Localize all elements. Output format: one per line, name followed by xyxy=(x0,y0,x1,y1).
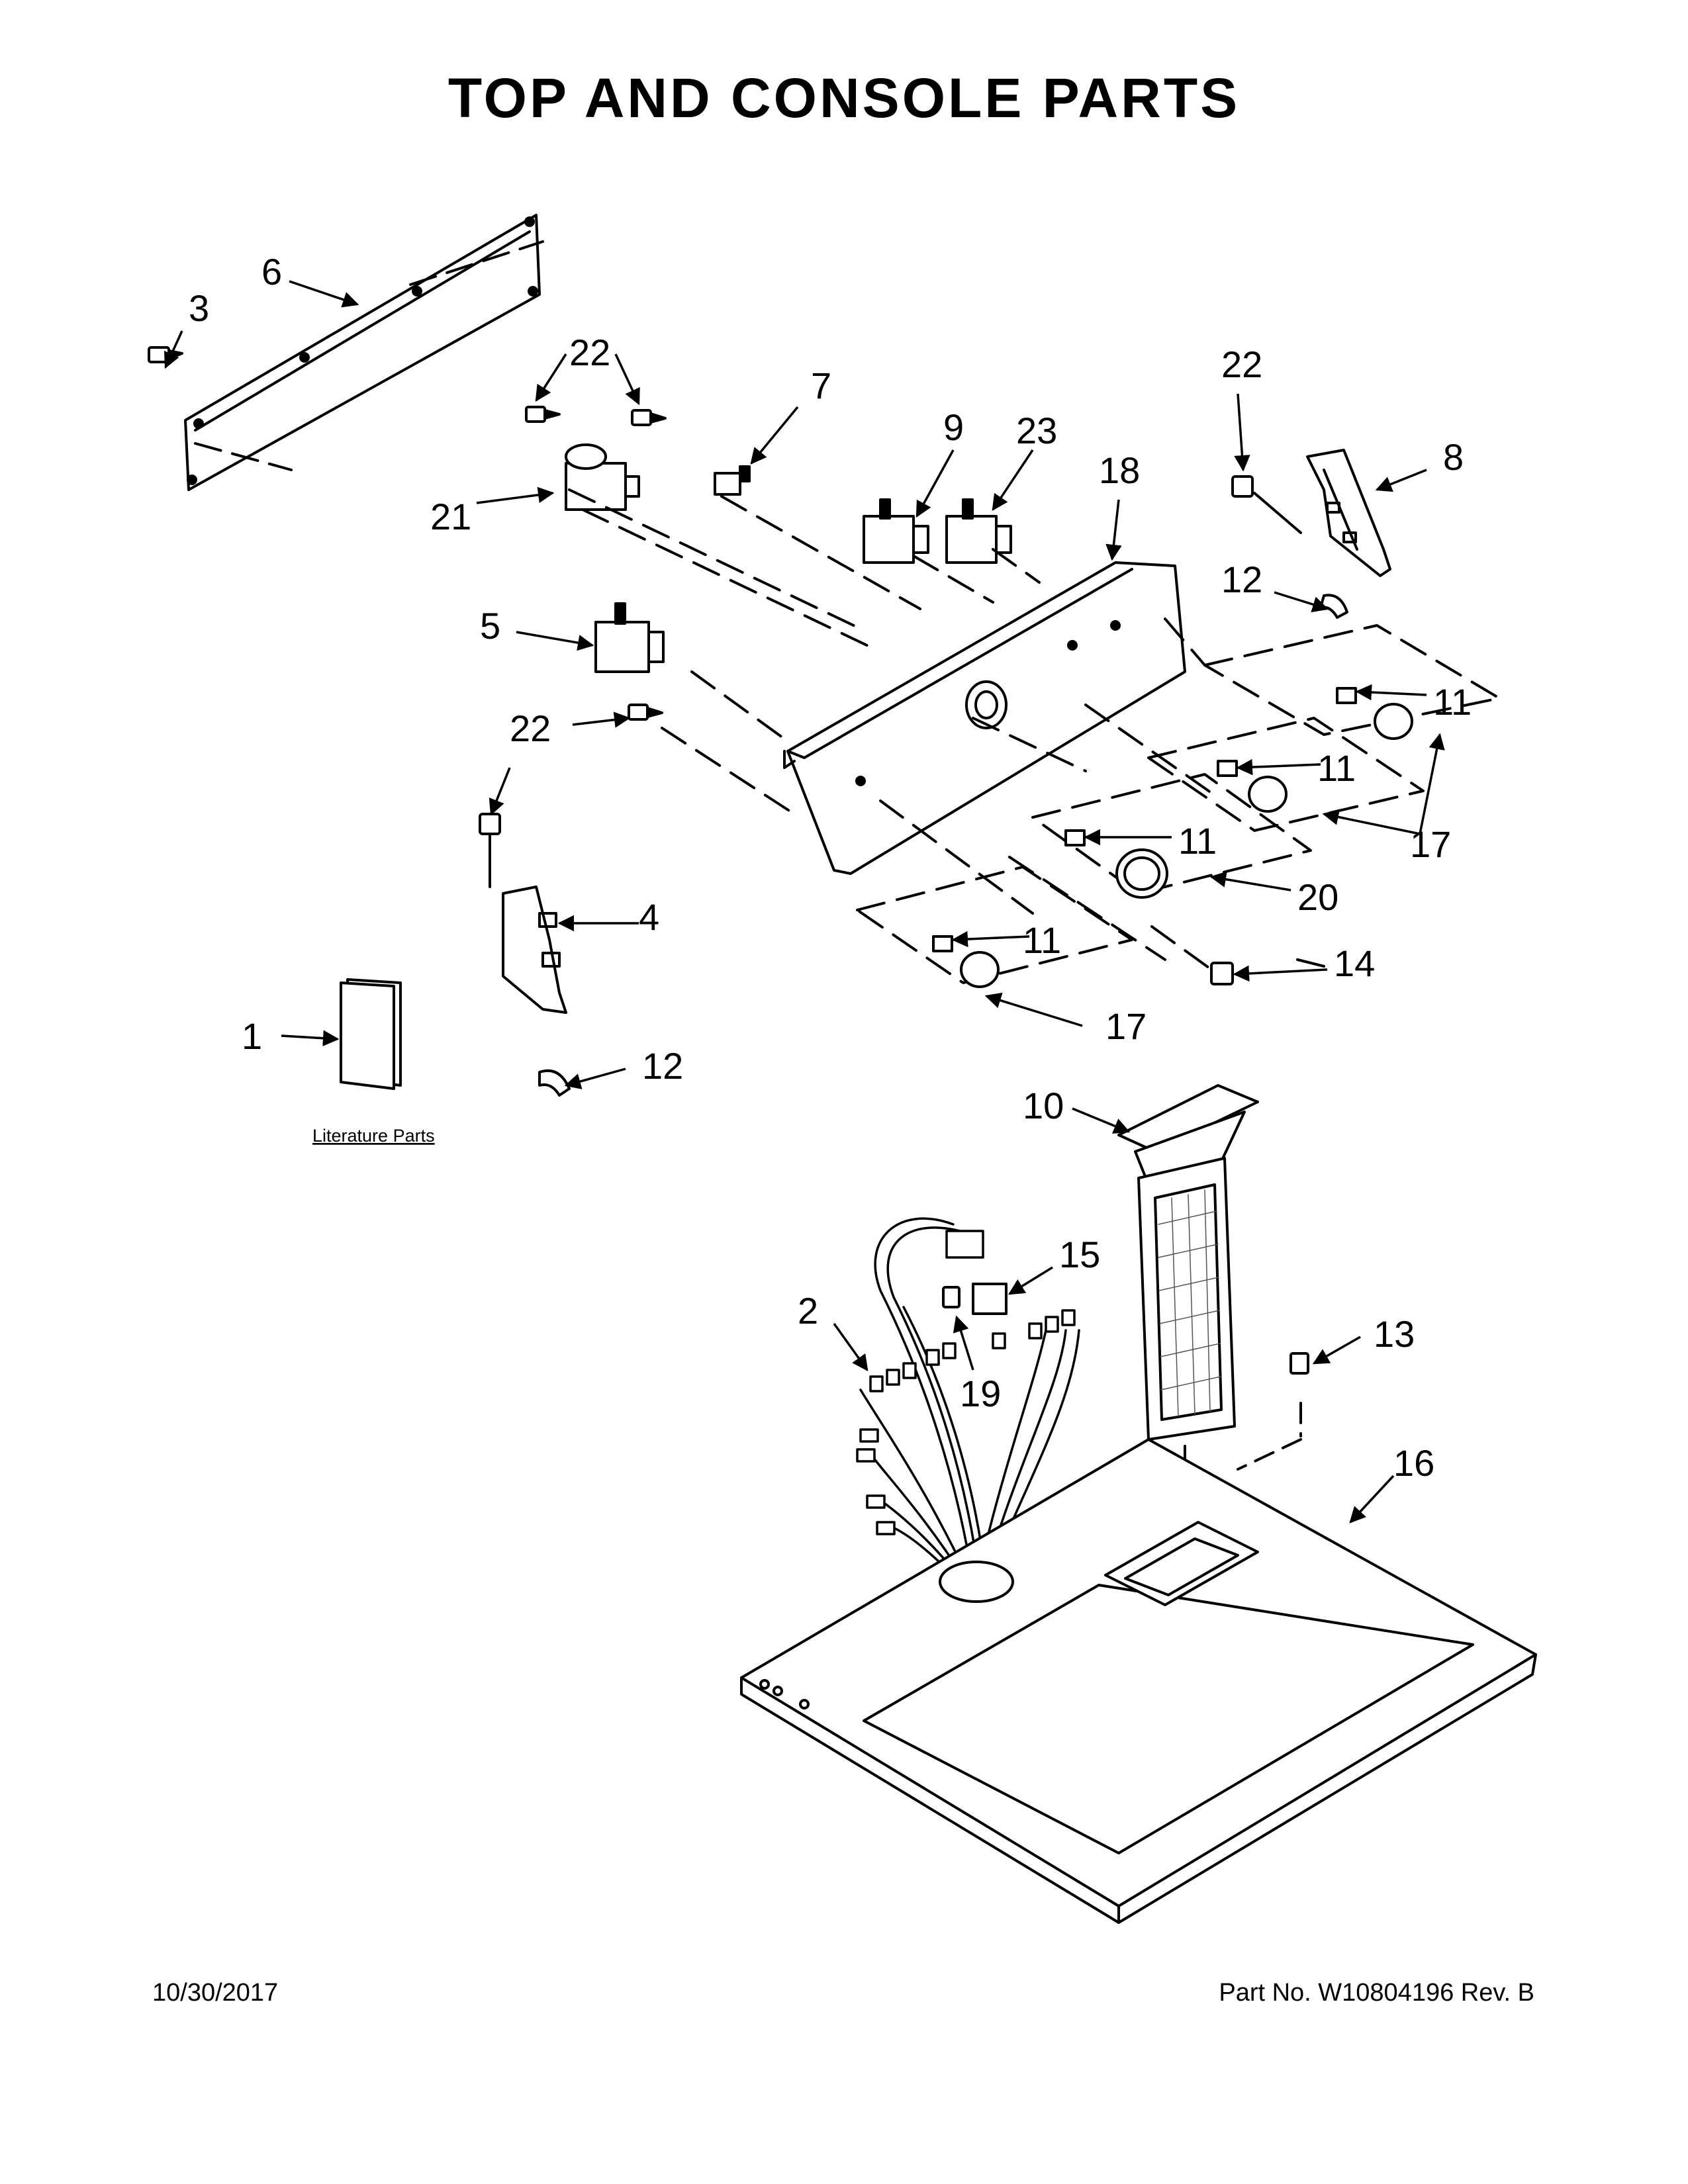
bracket-part-8 xyxy=(1306,449,1391,577)
callout-17-a: 17 xyxy=(1410,823,1451,865)
bracket-part-4 xyxy=(502,886,567,1014)
callout-12-a: 12 xyxy=(1221,559,1262,600)
knob-group-boxes xyxy=(568,488,1501,984)
screw-part-14 xyxy=(1210,962,1234,985)
knob-part-11-d xyxy=(932,935,1000,988)
callout-6: 6 xyxy=(261,251,282,293)
literature-part-1 xyxy=(340,978,402,1090)
bracket-part-15 xyxy=(972,1283,1008,1315)
callout-22-a: 22 xyxy=(569,332,610,373)
callout-22-c: 22 xyxy=(510,707,551,749)
console-part-18 xyxy=(783,561,1186,875)
callout-20: 20 xyxy=(1297,876,1338,918)
panel-leaders xyxy=(194,240,544,471)
callout-5: 5 xyxy=(480,605,500,647)
callout-2: 2 xyxy=(798,1290,818,1332)
screw-part-3 xyxy=(148,346,183,363)
screw-part-22-right xyxy=(1231,475,1302,534)
callout-10: 10 xyxy=(1023,1085,1064,1126)
literature-parts-link[interactable]: Literature Parts xyxy=(312,1126,435,1146)
switch-part-9 xyxy=(863,498,929,564)
callout-11-b: 11 xyxy=(1317,747,1356,789)
clip-part-12-left xyxy=(538,1069,571,1097)
screw-part-13 xyxy=(1289,1352,1309,1375)
callout-22-b: 22 xyxy=(1221,343,1262,385)
callout-labels: 6 3 22 7 9 23 18 22 8 21 12 5 22 11 11 1… xyxy=(189,251,1472,1484)
switch-part-5 xyxy=(594,602,665,673)
screw-part-19 xyxy=(942,1286,961,1308)
callout-19: 19 xyxy=(960,1373,1001,1414)
switch-part-23 xyxy=(945,498,1012,564)
callout-18: 18 xyxy=(1099,449,1140,491)
screw-part-22-left-b xyxy=(631,409,667,426)
callout-16: 16 xyxy=(1393,1442,1434,1484)
knob-part-11-a xyxy=(1336,687,1413,740)
callout-3: 3 xyxy=(189,287,209,329)
knob-part-11-b xyxy=(1217,760,1288,813)
callout-21: 21 xyxy=(430,496,471,537)
callout-1: 1 xyxy=(242,1015,262,1057)
footer-part-number: Part No. W10804196 Rev. B xyxy=(1219,1979,1534,2007)
screw-part-22-mid xyxy=(628,704,663,721)
callout-7: 7 xyxy=(811,365,831,406)
clip-part-12-right xyxy=(1319,594,1348,619)
footer-date: 10/30/2017 xyxy=(152,1979,279,2007)
callout-17-b: 17 xyxy=(1105,1005,1147,1047)
screw-part-22-left-a xyxy=(525,406,561,423)
timer-part-21 xyxy=(565,443,640,511)
callout-11-c: 11 xyxy=(1178,820,1217,862)
rear-panel-part-6 xyxy=(184,214,541,491)
callout-12-b: 12 xyxy=(642,1045,683,1087)
callout-13: 13 xyxy=(1374,1313,1415,1355)
callout-arrows xyxy=(164,280,1445,1524)
callout-15: 15 xyxy=(1059,1234,1100,1275)
callout-11-a: 11 xyxy=(1433,681,1472,723)
callout-8: 8 xyxy=(1443,436,1464,478)
lint-filter-part-10 xyxy=(1117,1084,1259,1441)
page-title: TOP AND CONSOLE PARTS xyxy=(447,67,1241,129)
knob-part-11-c xyxy=(1064,829,1168,899)
callout-14: 14 xyxy=(1334,942,1375,984)
callout-11-d: 11 xyxy=(1023,919,1061,961)
callout-23: 23 xyxy=(1016,410,1057,451)
connector-part-7 xyxy=(714,465,751,496)
screw-part-22-bracket xyxy=(479,813,501,888)
callout-9: 9 xyxy=(943,406,964,448)
callout-4: 4 xyxy=(639,896,659,938)
top-panel-part-16 xyxy=(740,1438,1537,1924)
